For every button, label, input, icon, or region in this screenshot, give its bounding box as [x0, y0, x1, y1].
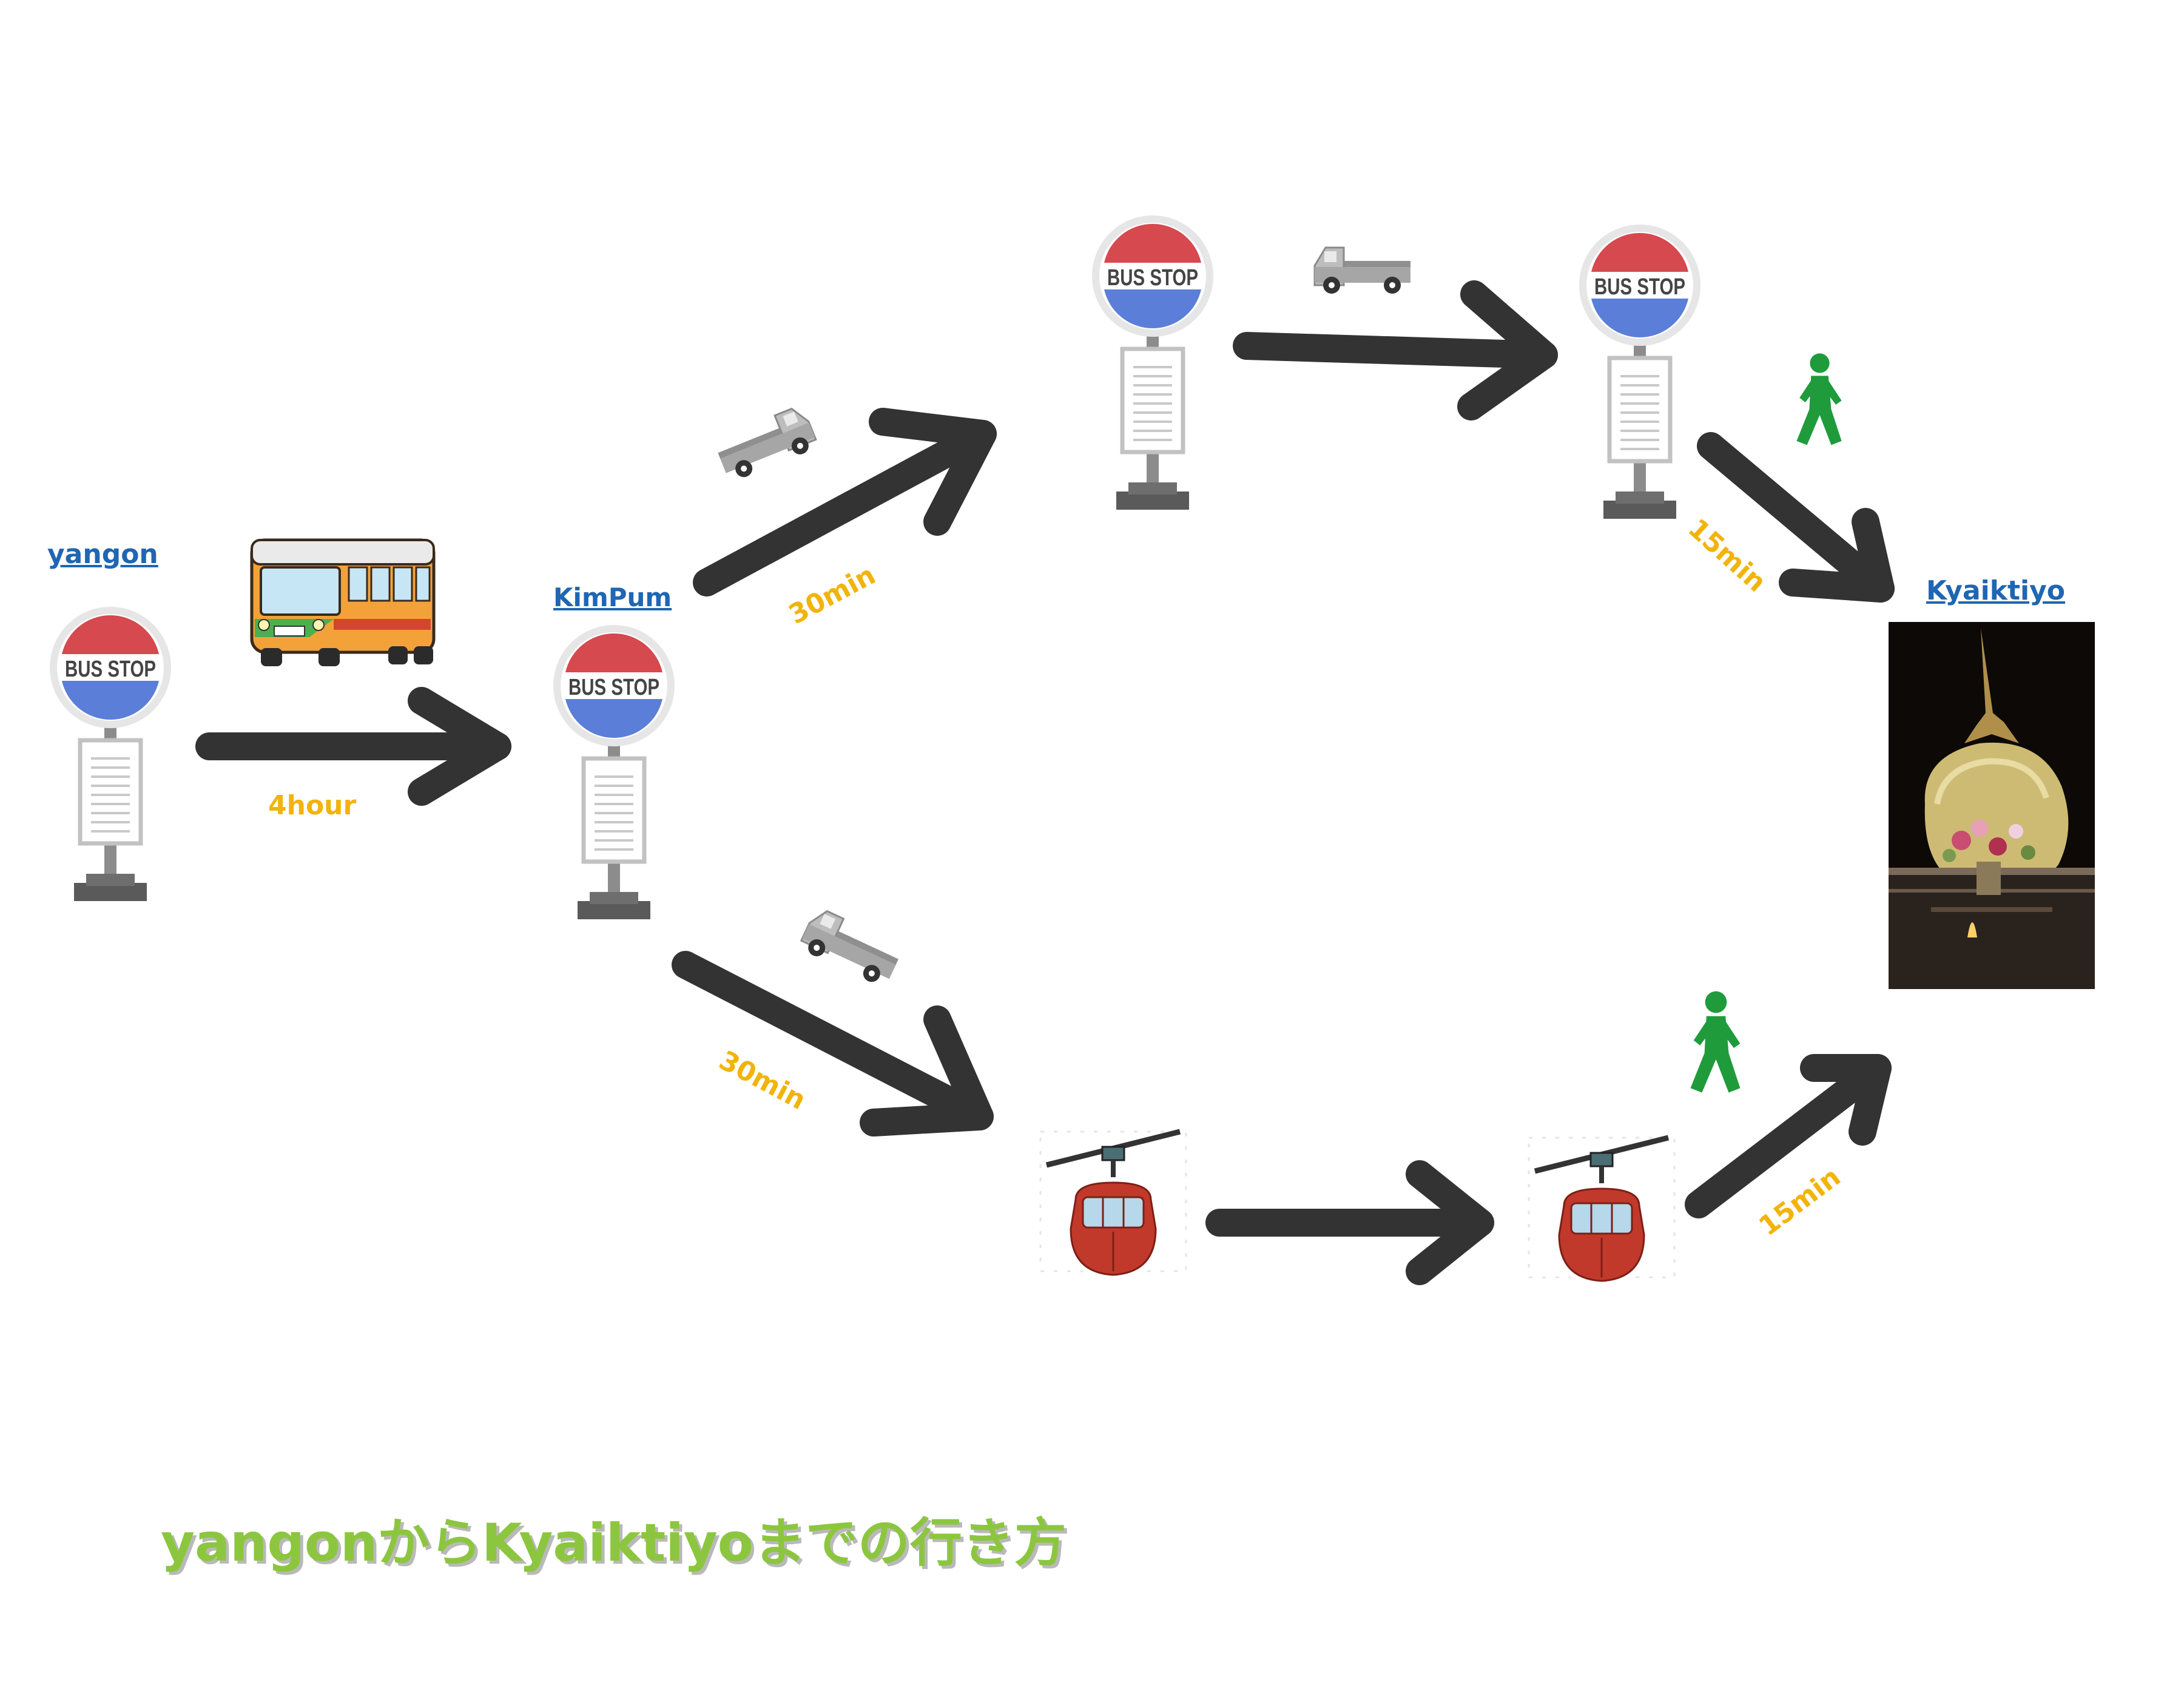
- duration-label-4hour: 4hour: [268, 790, 357, 821]
- stop-link-yangon[interactable]: yangon: [47, 539, 158, 570]
- arrow-ropeway-to-kyaiktiyo: [1685, 1054, 1892, 1218]
- truck-icon-upper-path: [712, 404, 820, 484]
- arrow-upper-stops: [1233, 280, 1558, 421]
- cable-car-icon-lower-left: [1040, 1132, 1186, 1280]
- walking-person-icon-lower: [1690, 991, 1741, 1093]
- bus-stop-sign-text: BUS STOP: [1107, 265, 1198, 291]
- bus-stop-icon-yangon: [50, 607, 171, 901]
- bus-icon: [250, 538, 436, 666]
- cable-car-icon-lower-right: [1529, 1138, 1674, 1286]
- bus-stop-icon-upper-1: [1092, 215, 1213, 510]
- arrow-kimpum-to-ropeway: [672, 951, 994, 1137]
- bus-stop-sign-text: BUS STOP: [1594, 274, 1685, 300]
- walking-person-icon-upper: [1796, 353, 1842, 445]
- bus-stop-icon-kimpum: [553, 625, 675, 919]
- bus-stop-icon-upper-2: [1579, 225, 1700, 519]
- arrow-upper-stop-to-kyaiktiyo: [1697, 432, 1895, 603]
- truck-icon-upper-stops: [1313, 246, 1412, 295]
- arrow-kimpum-to-upper-stop: [693, 408, 997, 596]
- kyaiktiyo-golden-rock-photo: [1889, 622, 2095, 989]
- bus-stop-sign-text: BUS STOP: [65, 657, 156, 682]
- stop-link-kimpum[interactable]: KimPum: [553, 583, 672, 612]
- arrow-ropeway-stations: [1205, 1160, 1494, 1285]
- page-title: yangonからKyaiktiyoまでの行き方: [161, 1513, 1067, 1573]
- bus-stop-sign-text: BUS STOP: [568, 675, 659, 700]
- truck-icon-lower-path: [797, 905, 905, 990]
- stop-link-kyaiktiyo[interactable]: Kyaiktiyo: [1926, 575, 2066, 606]
- arrow-yangon-to-kimpum: [195, 687, 511, 806]
